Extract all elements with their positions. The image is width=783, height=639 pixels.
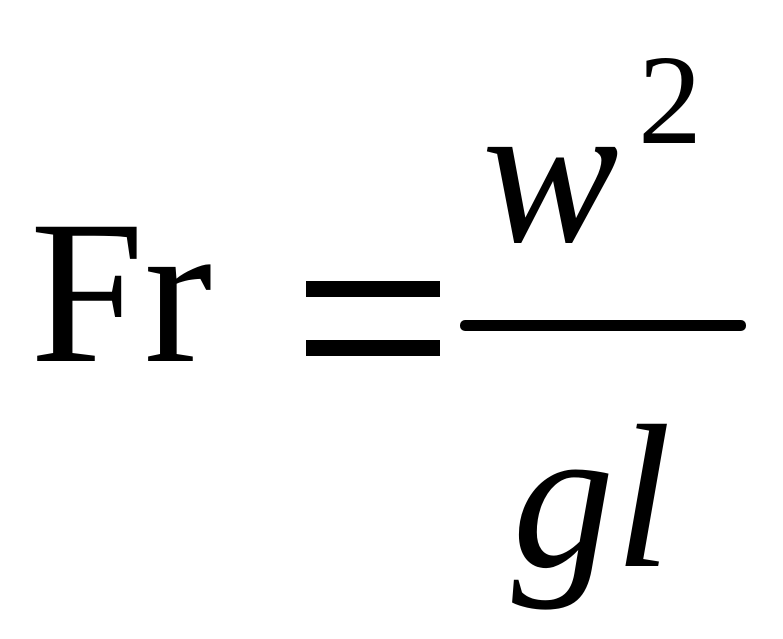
numerator-exponent: 2 xyxy=(638,29,702,171)
equals-sign-top-bar xyxy=(306,281,440,297)
fraction-bar xyxy=(460,320,746,331)
numerator-base: w xyxy=(482,59,619,286)
denominator: gl xyxy=(512,384,672,611)
equals-sign-bottom-bar xyxy=(306,340,440,356)
formula-lhs: Fr xyxy=(30,179,213,406)
